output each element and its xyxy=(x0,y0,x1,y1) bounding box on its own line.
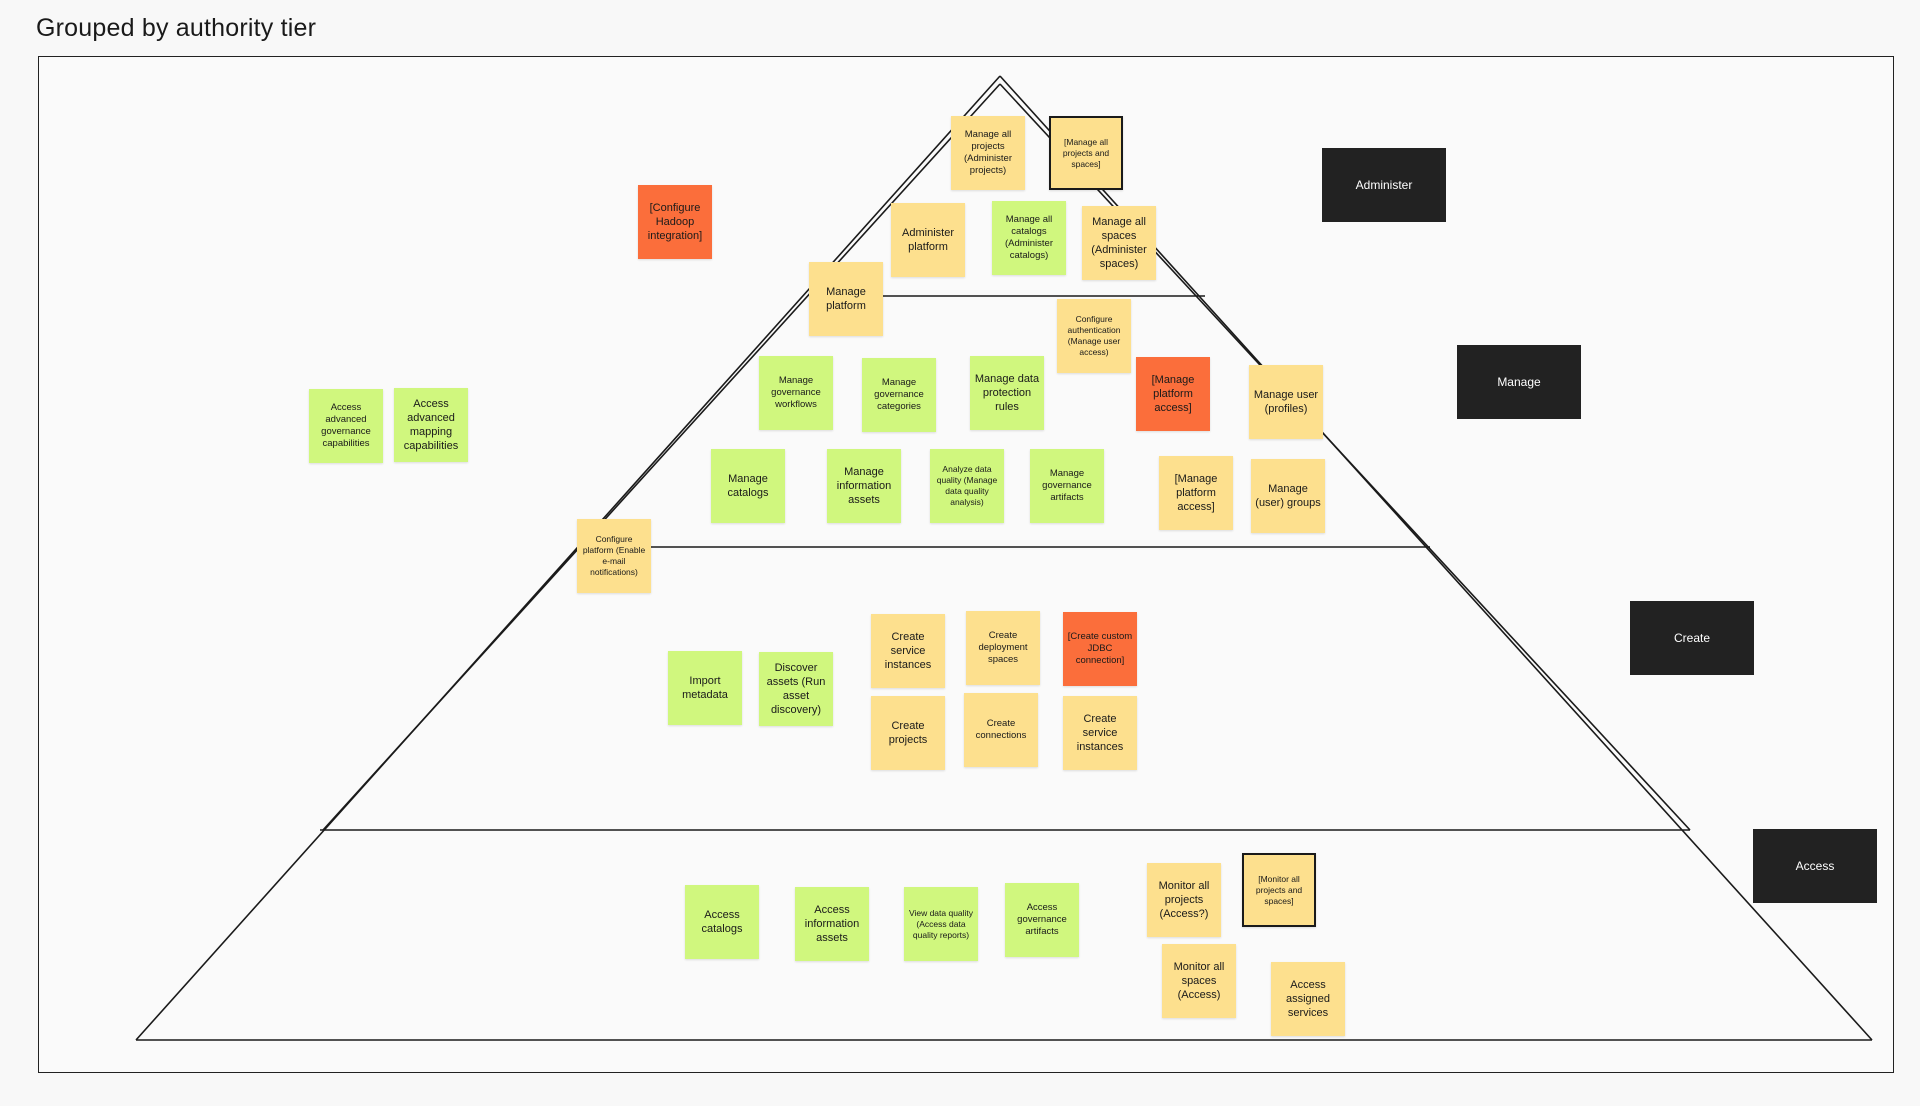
pyramid-left-edge xyxy=(135,75,1001,1041)
sticky-note[interactable]: Access information assets xyxy=(795,887,869,961)
sticky-note[interactable]: Create connections xyxy=(964,693,1038,767)
pyramid-inner-left-edge xyxy=(322,83,1001,831)
tier-label-access[interactable]: Access xyxy=(1753,829,1877,903)
sticky-note[interactable]: Import metadata xyxy=(668,651,742,725)
sticky-note[interactable]: View data quality (Access data quality r… xyxy=(904,887,978,961)
sticky-note[interactable]: Access catalogs xyxy=(685,885,759,959)
sticky-note[interactable]: Manage catalogs xyxy=(711,449,785,523)
tier-label-create[interactable]: Create xyxy=(1630,601,1754,675)
sticky-note[interactable]: Manage data protection rules xyxy=(970,356,1044,430)
sticky-note[interactable]: Configure platform (Enable e-mail notifi… xyxy=(577,519,651,593)
page-title: Grouped by authority tier xyxy=(36,14,317,42)
sticky-note[interactable]: Access governance artifacts xyxy=(1005,883,1079,957)
sticky-note[interactable]: Create deployment spaces xyxy=(966,611,1040,685)
sticky-note[interactable]: Manage all projects (Administer projects… xyxy=(951,116,1025,190)
tier-label-manage[interactable]: Manage xyxy=(1457,345,1581,419)
sticky-note[interactable]: [Manage platform access] xyxy=(1136,357,1210,431)
sticky-note[interactable]: Manage all spaces (Administer spaces) xyxy=(1082,206,1156,280)
sticky-note[interactable]: Access assigned services xyxy=(1271,962,1345,1036)
sticky-note[interactable]: Manage all catalogs (Administer catalogs… xyxy=(992,201,1066,275)
sticky-note[interactable]: Create service instances xyxy=(871,614,945,688)
sticky-note[interactable]: Manage governance workflows xyxy=(759,356,833,430)
sticky-note[interactable]: [Manage platform access] xyxy=(1159,456,1233,530)
sticky-note[interactable]: Manage platform xyxy=(809,262,883,336)
sticky-note[interactable]: [Manage all projects and spaces] xyxy=(1049,116,1123,190)
sticky-note[interactable]: Manage governance artifacts xyxy=(1030,449,1104,523)
sticky-note[interactable]: Administer platform xyxy=(891,203,965,277)
sticky-note[interactable]: Discover assets (Run asset discovery) xyxy=(759,652,833,726)
sticky-note[interactable]: Manage information assets xyxy=(827,449,901,523)
sticky-note[interactable]: Create service instances xyxy=(1063,696,1137,770)
sticky-note[interactable]: [Configure Hadoop integration] xyxy=(638,185,712,259)
sticky-note[interactable]: Manage user (profiles) xyxy=(1249,365,1323,439)
sticky-note[interactable]: Monitor all projects (Access?) xyxy=(1147,863,1221,937)
sticky-note[interactable]: Access advanced governance capabilities xyxy=(309,389,383,463)
sticky-note[interactable]: Create projects xyxy=(871,696,945,770)
tier-label-administer[interactable]: Administer xyxy=(1322,148,1446,222)
sticky-note[interactable]: [Monitor all projects and spaces] xyxy=(1242,853,1316,927)
sticky-note[interactable]: Manage (user) groups xyxy=(1251,459,1325,533)
sticky-note[interactable]: Configure authentication (Manage user ac… xyxy=(1057,299,1131,373)
sticky-note[interactable]: Monitor all spaces (Access) xyxy=(1162,944,1236,1018)
sticky-note[interactable]: [Create custom JDBC connection] xyxy=(1063,612,1137,686)
sticky-note[interactable]: Access advanced mapping capabilities xyxy=(394,388,468,462)
sticky-note[interactable]: Manage governance categories xyxy=(862,358,936,432)
sticky-note[interactable]: Analyze data quality (Manage data qualit… xyxy=(930,449,1004,523)
